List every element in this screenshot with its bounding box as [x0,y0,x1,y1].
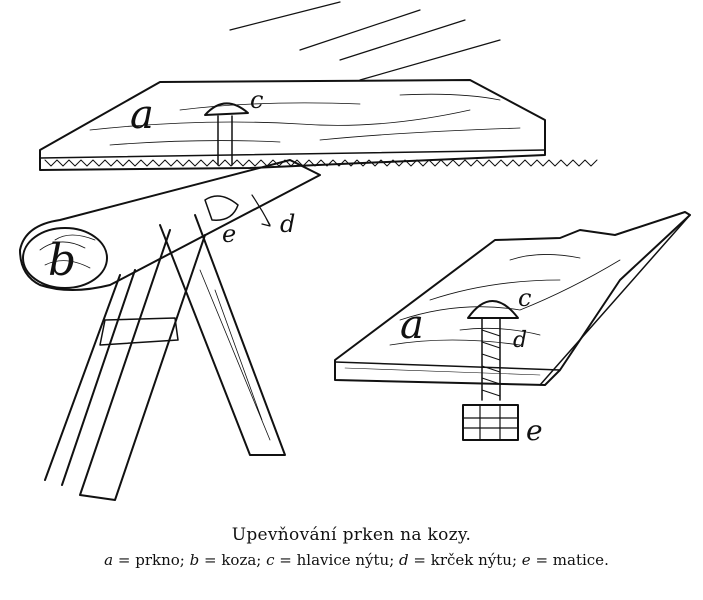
legend-item: d = krček nýtu; [399,551,522,569]
legend-separator: ; [389,551,400,569]
label-a-detail: a [400,302,424,348]
label-c-main: c [250,86,263,114]
sawhorse-drawing: a c d e b a c d e [19,1,691,501]
label-a-main: a [130,92,154,138]
legend-item: b = koza; [190,551,267,569]
rivet-detail [462,300,519,441]
legend-key: a [104,551,114,569]
legend-key: c [266,551,275,569]
caption-title: Upevňování prken na kozy. [231,525,472,545]
legend-separator: . [604,551,609,569]
illustration: a c d e b a c d e [19,1,691,501]
legend-value: matice [552,551,605,569]
legend-key: b [189,551,200,569]
figure-caption: Upevňování prken na kozy. a = prkno; b =… [0,515,703,600]
legend-value: hlavice nýtu [296,551,390,569]
legend-separator: ; [179,551,190,569]
board-main [39,1,598,171]
legend-item: e = matice. [522,551,609,569]
board-detail [334,211,691,386]
legend-value: krček nýtu [430,551,512,569]
label-b-sawhorse: b [48,235,76,286]
label-d-detail: d [513,328,527,353]
caption-legend: a = prkno; b = koza; c = hlavice nýtu; d… [0,551,703,569]
label-e-detail: e [526,414,543,447]
label-c-detail: c [518,284,531,312]
legend-separator: ; [511,551,522,569]
legend-item: a = prkno; [104,551,189,569]
sawhorse [19,159,321,501]
legend-equals: = [199,551,222,569]
legend-equals: = [113,551,136,569]
rivet-main [204,102,271,227]
legend-separator: ; [256,551,267,569]
legend-key: d [399,551,409,569]
legend-value: koza [221,551,257,569]
legend-value: prkno [135,551,180,569]
legend-equals: = [274,551,297,569]
legend-item: c = hlavice nýtu; [266,551,399,569]
legend-equals: = [408,551,431,569]
figure-labels: a c d e b a c d e [48,86,543,447]
label-e-main: e [222,220,236,248]
label-d-main: d [280,210,295,238]
legend-key: e [521,551,531,569]
legend-equals: = [530,551,553,569]
